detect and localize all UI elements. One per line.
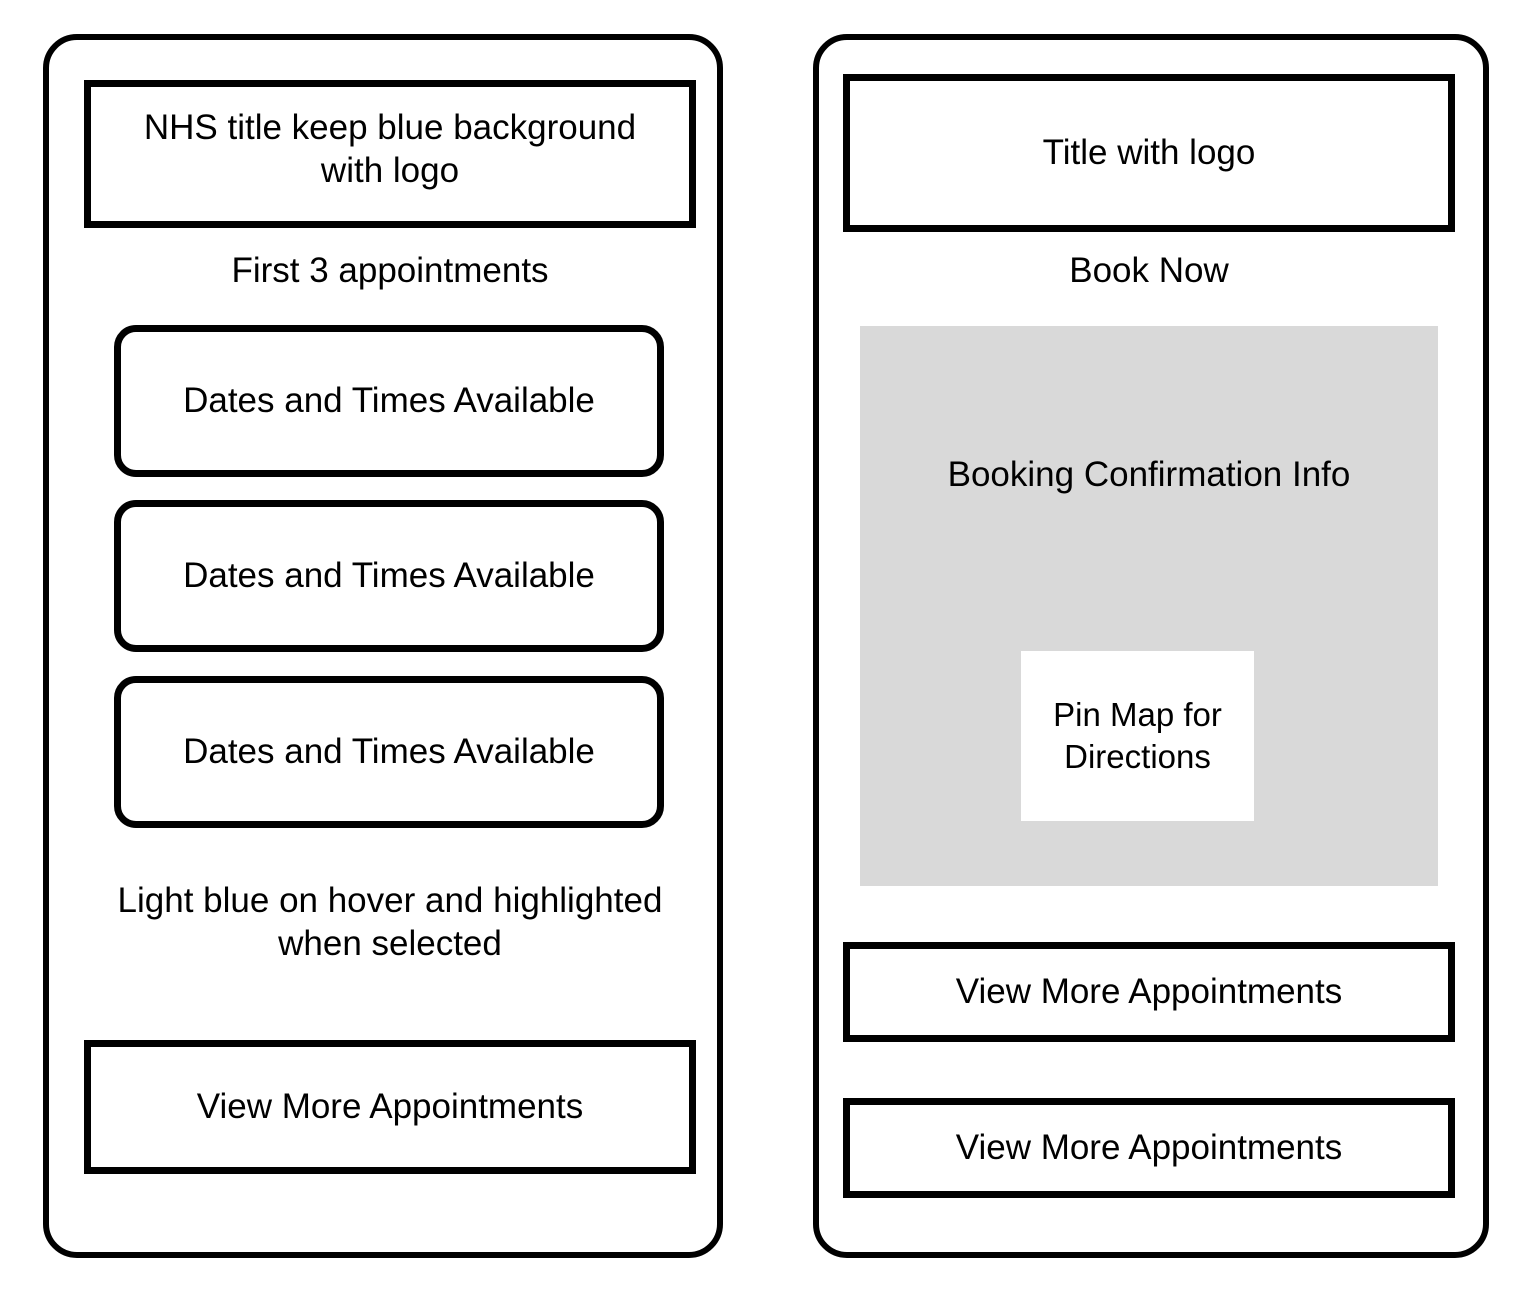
view-more-appointments-button[interactable]: View More Appointments — [843, 1098, 1455, 1198]
section-label-book-now-text: Book Now — [1069, 251, 1229, 290]
pin-map-directions-label: Pin Map for Directions — [1053, 696, 1222, 775]
view-more-appointments-label: View More Appointments — [196, 1086, 584, 1126]
booking-confirmation-panel: Booking Confirmation Info Pin Map for Di… — [860, 326, 1438, 886]
title-bar-right: Title with logo — [843, 74, 1455, 232]
appointment-card[interactable]: Dates and Times Available — [114, 325, 664, 477]
view-more-appointments-button[interactable]: View More Appointments — [843, 942, 1455, 1042]
title-bar-left-label: NHS title keep blue background with logo — [143, 108, 637, 190]
booking-confirmation-info-label: Booking Confirmation Info — [947, 455, 1351, 494]
appointment-card[interactable]: Dates and Times Available — [114, 500, 664, 652]
hover-behaviour-note: Light blue on hover and highlighted when… — [84, 880, 696, 965]
appointment-card-label: Dates and Times Available — [183, 555, 595, 595]
section-label-first-three-text: First 3 appointments — [231, 251, 549, 290]
view-more-appointments-button[interactable]: View More Appointments — [84, 1040, 696, 1174]
appointment-card-label: Dates and Times Available — [183, 380, 595, 420]
hover-behaviour-note-text: Light blue on hover and highlighted when… — [117, 881, 663, 963]
pin-map-directions-box[interactable]: Pin Map for Directions — [1021, 651, 1254, 821]
title-bar-left: NHS title keep blue background with logo — [84, 80, 696, 228]
title-bar-right-label: Title with logo — [1042, 132, 1256, 172]
phone-frame-right: Title with logo Book Now Booking Confirm… — [813, 34, 1489, 1258]
view-more-appointments-label: View More Appointments — [955, 971, 1343, 1011]
appointment-card-label: Dates and Times Available — [183, 731, 595, 771]
appointment-card[interactable]: Dates and Times Available — [114, 676, 664, 828]
view-more-appointments-label: View More Appointments — [955, 1127, 1343, 1167]
section-label-first-three: First 3 appointments — [84, 250, 696, 293]
section-label-book-now: Book Now — [843, 250, 1455, 293]
phone-frame-left: NHS title keep blue background with logo… — [43, 34, 723, 1258]
